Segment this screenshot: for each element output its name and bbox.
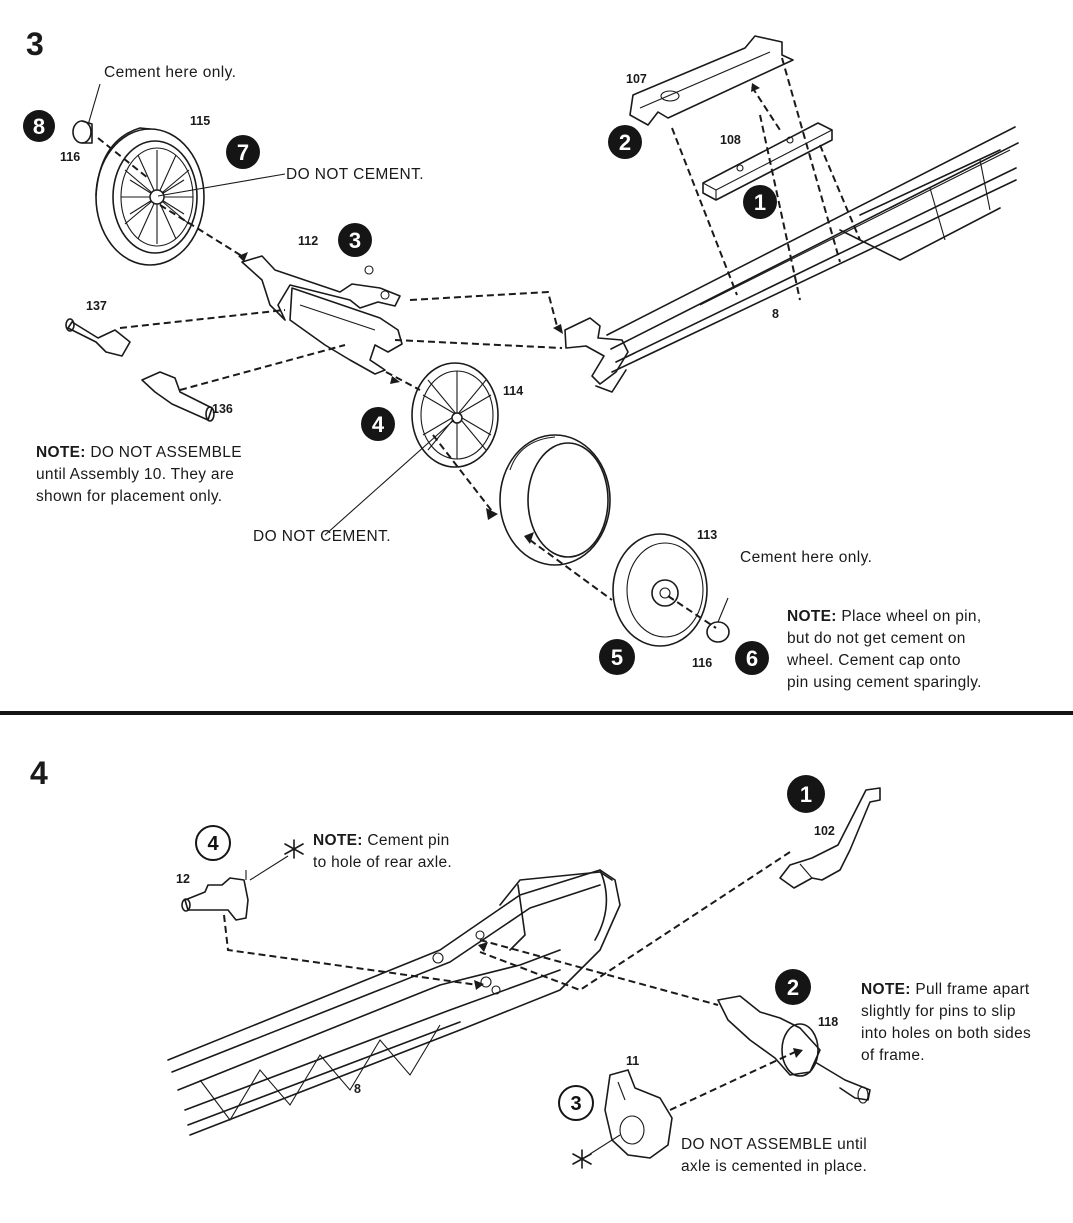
note-do-not-assemble: NOTE: DO NOT ASSEMBLE until Assembly 10.…	[36, 442, 296, 508]
part-label-113: 113	[697, 528, 718, 542]
svg-text:4: 4	[207, 833, 219, 855]
assembly-guide-lines-4	[223, 851, 803, 1111]
note-line: pin using cement sparingly.	[787, 674, 982, 691]
part-label-107: 107	[626, 72, 647, 86]
svg-text:1: 1	[754, 190, 766, 215]
note-do-not-assemble-axle: DO NOT ASSEMBLE until axle is cemented i…	[681, 1134, 921, 1178]
callout-4-3: 3	[558, 1085, 594, 1121]
leader-lines-3	[87, 83, 455, 536]
asterisk-cover	[572, 1134, 621, 1169]
part-label-114: 114	[503, 384, 524, 398]
callout-3-8: 8	[23, 110, 55, 142]
part-label-112: 112	[298, 234, 319, 248]
note-cement-pin: NOTE: Cement pin to hole of rear axle.	[313, 830, 513, 874]
callout-4-1: 1	[787, 775, 825, 813]
part-label-11: 11	[626, 1054, 640, 1068]
svg-text:5: 5	[611, 645, 623, 670]
svg-text:3: 3	[570, 1093, 581, 1115]
callout-3-3: 3	[338, 223, 372, 257]
part-label-108: 108	[720, 133, 741, 147]
part-label-115: 115	[190, 114, 211, 128]
part-label-118: 118	[818, 1015, 839, 1029]
note-line: into holes on both sides	[861, 1025, 1032, 1042]
front-axle-mount	[564, 317, 629, 393]
part-136-pin	[141, 371, 215, 422]
note-line: to hole of rear axle.	[313, 854, 452, 871]
cement-here-label-top: Cement here only.	[104, 64, 237, 81]
tire	[499, 434, 611, 566]
callout-3-1: 1	[743, 185, 777, 219]
note-line: slightly for pins to slip	[861, 1003, 1016, 1020]
wheel-113	[612, 533, 708, 647]
part-107-plate	[629, 35, 794, 126]
svg-text:8: 8	[33, 114, 45, 139]
part-102-lever	[779, 787, 881, 889]
note-line: Pull frame apart	[910, 981, 1030, 998]
note-head: NOTE:	[787, 608, 837, 625]
note-line: wheel. Cement cap onto	[787, 652, 961, 669]
part-112-spindle	[241, 255, 403, 375]
do-not-cement-label-2: DO NOT CEMENT.	[253, 528, 391, 545]
note-line: DO NOT ASSEMBLE	[85, 444, 242, 461]
note-line: DO NOT ASSEMBLE until	[681, 1136, 868, 1153]
do-not-cement-label-1: DO NOT CEMENT.	[286, 166, 424, 183]
assembly-guide-lines-3	[97, 57, 861, 629]
asterisk-pin	[249, 839, 304, 881]
note-head: NOTE:	[313, 832, 363, 849]
callout-3-4: 4	[361, 407, 395, 441]
note-pull-frame: NOTE: Pull frame apart slightly for pins…	[861, 979, 1061, 1067]
part-label-137: 137	[86, 299, 107, 313]
wire-wheel-114	[411, 362, 499, 468]
cap-116-right	[706, 597, 730, 643]
part-label-12: 12	[176, 872, 190, 886]
svg-text:1: 1	[800, 782, 812, 807]
note-line: axle is cemented in place.	[681, 1158, 868, 1175]
part-label-116-top: 116	[60, 150, 81, 164]
part-label-136: 136	[212, 402, 233, 416]
callout-3-7: 7	[226, 135, 260, 169]
note-line: Cement pin	[362, 832, 450, 849]
section-divider	[0, 711, 1073, 715]
part-label-116-right: 116	[692, 656, 713, 670]
step-4-number: 4	[30, 755, 48, 791]
note-line: of frame.	[861, 1047, 925, 1064]
callout-3-5: 5	[599, 639, 635, 675]
callout-4-2: 2	[775, 969, 811, 1005]
part-label-8-frame: 8	[772, 307, 779, 321]
note-line: until Assembly 10. They are	[36, 466, 235, 483]
svg-text:4: 4	[372, 412, 385, 437]
part-108-bar	[702, 122, 833, 201]
chassis-frame-8	[167, 869, 621, 1136]
cap-116-top	[72, 120, 93, 144]
step-3-number: 3	[26, 26, 44, 62]
part-11-cover	[604, 1069, 673, 1159]
note-head: NOTE:	[861, 981, 911, 998]
note-place-wheel: NOTE: Place wheel on pin, but do not get…	[787, 606, 1037, 694]
note-head: NOTE:	[36, 444, 86, 461]
part-12-pin	[181, 870, 249, 921]
callout-4-4: 4	[195, 825, 231, 861]
svg-text:3: 3	[349, 228, 361, 253]
svg-text:2: 2	[619, 130, 631, 155]
callout-3-6: 6	[735, 641, 769, 675]
svg-text:7: 7	[237, 140, 249, 165]
callout-3-2: 2	[608, 125, 642, 159]
part-label-8-chassis: 8	[354, 1082, 361, 1096]
part-label-102: 102	[814, 824, 835, 838]
part-118-axle	[717, 995, 871, 1104]
cement-here-label-right: Cement here only.	[740, 549, 873, 566]
note-line: but do not get cement on	[787, 630, 966, 647]
part-137-pin	[65, 318, 131, 357]
svg-text:2: 2	[787, 975, 799, 1000]
svg-text:6: 6	[746, 646, 758, 671]
note-line: Place wheel on pin,	[836, 608, 982, 625]
note-line: shown for placement only.	[36, 488, 223, 505]
